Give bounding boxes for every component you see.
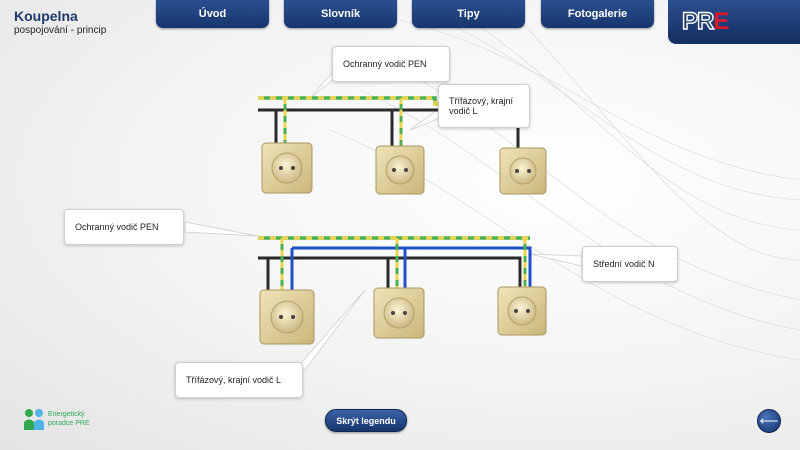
energeticky-poradce-logo: Energetický poradce PRE xyxy=(22,408,90,435)
callout-bottom-phase: Třífázový, krajní vodič L xyxy=(175,362,303,398)
bottom-socket-1 xyxy=(259,289,315,345)
top-socket-3 xyxy=(499,147,547,195)
nav-tipy[interactable]: Tipy xyxy=(412,0,525,28)
back-button[interactable]: ⟵ xyxy=(757,409,781,433)
top-socket-2 xyxy=(375,145,425,195)
pre-logo: PRE xyxy=(668,0,800,44)
pre-logo-text: PRE xyxy=(681,7,729,35)
nav-uvod[interactable]: Úvod xyxy=(156,0,269,28)
nav-slovnik[interactable]: Slovník xyxy=(284,0,397,28)
callout-pointer-bottom-neutral xyxy=(529,253,583,267)
bottom-socket-3 xyxy=(497,286,547,336)
back-arrow-icon: ⟵ xyxy=(759,413,779,428)
logo-caption: Energetický poradce PRE xyxy=(48,411,90,427)
callout-top-pen: Ochranný vodič PEN xyxy=(332,46,450,82)
bottom-socket-2 xyxy=(373,287,425,339)
page-header: Koupelna pospojování - princip xyxy=(14,8,106,36)
callout-bottom-pen: Ochranný vodič PEN xyxy=(64,209,184,245)
top-socket-1 xyxy=(261,142,313,194)
page-subtitle: pospojování - princip xyxy=(14,25,107,36)
callout-pointer-bottom-pen xyxy=(184,221,259,237)
people-icon xyxy=(24,409,44,430)
hide-legend-button[interactable]: Skrýt legendu xyxy=(325,409,407,432)
callout-top-phase: Třífázový, krajní vodič L xyxy=(438,84,530,128)
callout-bottom-neutral: Střední vodič N xyxy=(582,246,678,282)
nav-fotogalerie[interactable]: Fotogalerie xyxy=(541,0,654,28)
page-title: Koupelna xyxy=(14,8,78,24)
